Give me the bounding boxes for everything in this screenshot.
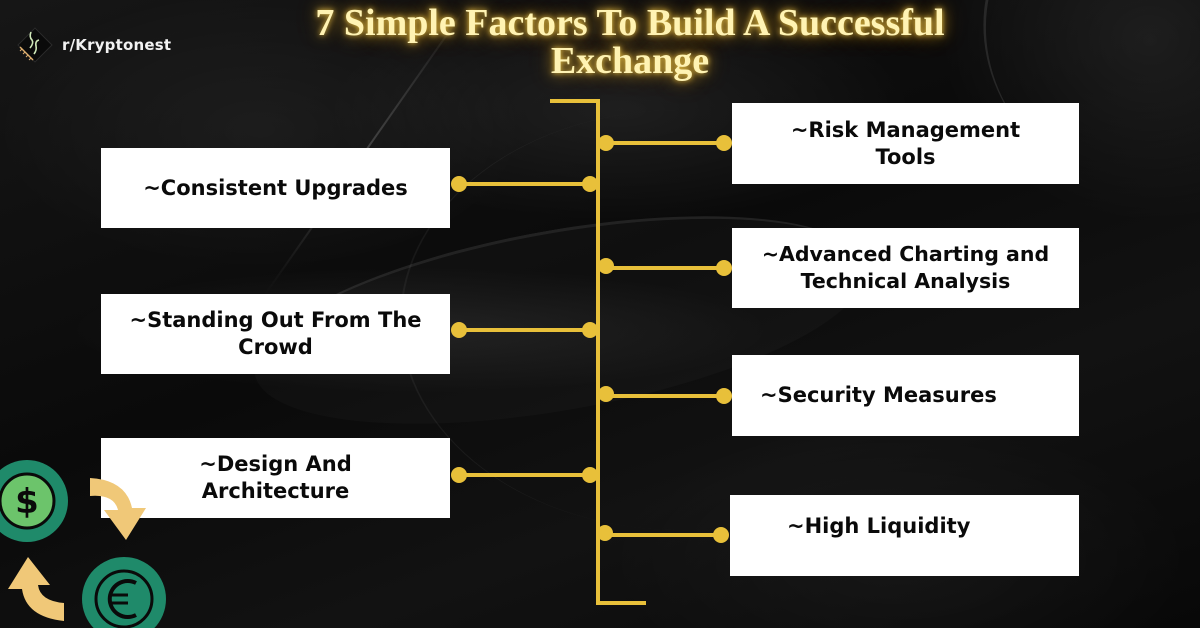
spine-bottom-cap (596, 601, 646, 605)
brand: r/Kryptonest (16, 26, 171, 64)
page-title: 7 Simple Factors To Build A Successful E… (230, 4, 1030, 80)
connector-dot (598, 386, 614, 402)
connector-dot (598, 258, 614, 274)
factor-box-standing-out: ~Standing Out From The Crowd (101, 294, 450, 374)
connector-dot (716, 135, 732, 151)
spine-top-cap (550, 99, 600, 103)
connector-line (606, 533, 722, 537)
factor-box-high-liquidity: ~High Liquidity (730, 495, 1079, 576)
connector-line (459, 182, 590, 186)
factor-label: ~High Liquidity (787, 514, 971, 538)
connector-dot (716, 388, 732, 404)
factor-box-security-measures: ~Security Measures (732, 355, 1079, 436)
svg-text:$: $ (15, 482, 39, 522)
exchange-arrow-icon (90, 478, 146, 540)
factor-label: ~Standing Out From The Crowd (129, 308, 422, 359)
exchange-arrow-icon (8, 557, 64, 621)
connector-line (606, 266, 724, 270)
factor-label: ~Design And Architecture (199, 452, 352, 503)
factor-label: ~Advanced Charting and Technical Analysi… (761, 242, 1050, 293)
connector-dot (597, 525, 613, 541)
connector-dot (716, 260, 732, 276)
connector-dot (451, 467, 467, 483)
connector-dot (598, 135, 614, 151)
factor-label: ~Consistent Upgrades (143, 175, 408, 200)
connector-line (459, 328, 590, 332)
title-line-2: Exchange (550, 40, 710, 82)
connector-line (606, 141, 724, 145)
factor-box-design-architecture: ~Design And Architecture (101, 438, 450, 518)
connector-dot (451, 176, 467, 192)
connector-dot (582, 467, 598, 483)
factor-box-risk-management: ~Risk Management Tools (732, 103, 1079, 184)
brand-name: r/Kryptonest (62, 36, 172, 54)
factor-box-consistent-upgrades: ~Consistent Upgrades (101, 148, 450, 228)
dollar-coin-icon: $ (0, 460, 68, 542)
connector-line (459, 473, 590, 477)
connector-dot (582, 176, 598, 192)
connector-dot (451, 322, 467, 338)
kryptonest-logo-icon (16, 26, 54, 64)
euro-coin-icon (82, 557, 166, 628)
factor-box-advanced-charting: ~Advanced Charting and Technical Analysi… (732, 228, 1079, 308)
factor-label: ~Risk Management Tools (790, 117, 1021, 169)
connector-line (606, 394, 724, 398)
title-line-1: 7 Simple Factors To Build A Successful (315, 2, 945, 44)
connector-spine (596, 99, 600, 605)
connector-dot (713, 527, 729, 543)
connector-dot (582, 322, 598, 338)
factor-label: ~Security Measures (760, 383, 997, 407)
